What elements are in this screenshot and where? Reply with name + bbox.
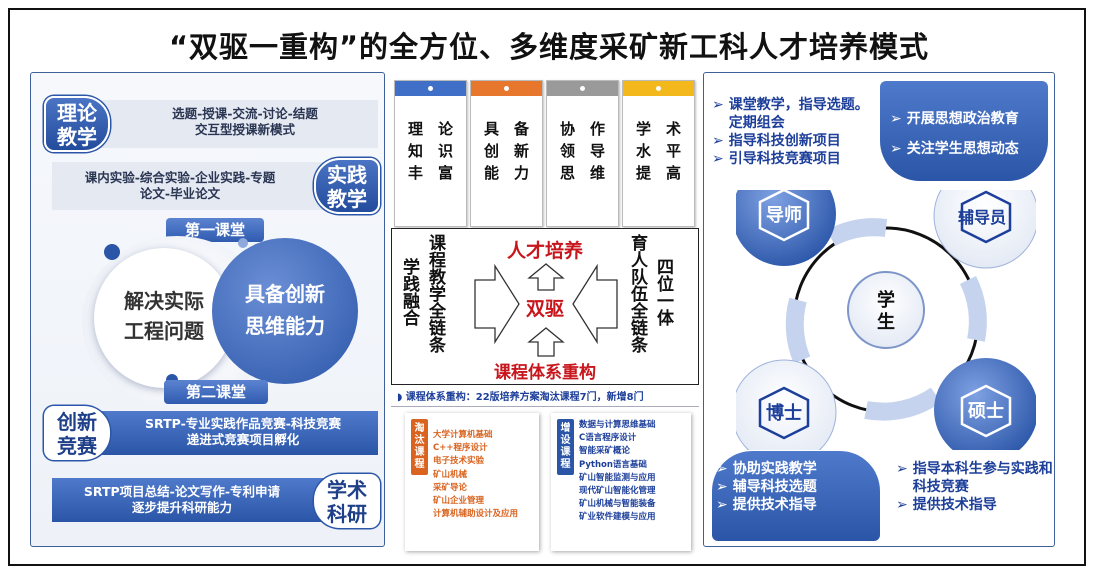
bullet-arrow-icon: ➢ [896, 461, 908, 477]
curriculum-reform-text: 课程体系重构 [494, 363, 596, 383]
solve-engineering-circle: 解决实际 工程问题 [94, 248, 234, 388]
talent-cultivation-text: 人才培养 [506, 240, 583, 262]
counselor-bg [880, 81, 1048, 181]
mentor-duty-item: ➢课堂教学，指导选题。定期组会 [712, 97, 869, 131]
card-academic-level: 学水提术平高 [622, 80, 695, 227]
bullet-arrow-icon: ➢ [712, 97, 724, 113]
card-bar [623, 81, 694, 96]
card-col: 具创能 [482, 121, 500, 187]
cycle-graphic [736, 190, 1036, 450]
added-tag: 增设课程 [557, 419, 574, 475]
reform-bullet-icon: ◗ [397, 392, 406, 403]
added-course-item: 矿山机械与智能装备 [579, 499, 656, 510]
theory-line2: 交互型授课新模式 [194, 122, 295, 137]
team-chain-text: 育人队伍全链条 [627, 234, 647, 353]
bullet-arrow-icon: ➢ [890, 141, 902, 157]
card-col: 论识富 [436, 121, 454, 187]
theory-teaching-badge: 理论 教学 [44, 96, 110, 152]
added-course-box [551, 413, 691, 551]
research-line2: 逐步提升科研能力 [131, 500, 232, 515]
added-course-item: 数据与计算思维基础 [579, 420, 656, 430]
card-col: 术平高 [664, 121, 682, 187]
decor-dot [238, 238, 248, 248]
added-course-item: 矿山智能监测与应用 [579, 472, 656, 483]
research-line1: SRTP项目总结-论文写作-专利申请 [83, 484, 281, 499]
bullet-arrow-icon: ➢ [716, 461, 728, 477]
page-title: “双驱一重构”的全方位、多维度采矿新工科人才培养模式 [168, 30, 930, 64]
card-theory-knowledge: 理知丰论识富 [394, 80, 467, 227]
removed-course-item: 矿山机械 [433, 469, 468, 480]
added-course-item: 智能采矿概论 [579, 446, 631, 457]
removed-course-item: 大学计算机基础 [433, 430, 493, 440]
arrows-graphic [474, 263, 618, 357]
four-in-one-text: 四位一体 [653, 258, 673, 326]
reform-heading-text: 课程体系重构：22版培养方案淘汰课程7门，新增8门 [405, 392, 644, 403]
card-innovation-ability: 具创能备新力 [470, 80, 543, 227]
master-duties: ➢指导本科生参与实践和科技竞赛 ➢提供技术指导 [896, 460, 1056, 514]
card-col: 学水提 [634, 121, 652, 187]
removed-course-item: 采矿导论 [433, 482, 468, 493]
counselor-duty-item: ➢开展思想政治教育 [890, 104, 1056, 134]
phd-duty-item: ➢辅导科技选题 [716, 479, 817, 495]
bullet-arrow-icon: ➢ [890, 111, 902, 127]
practice-line1: 课内实验-综合实验-企业实践-专题 [84, 170, 276, 185]
counselor-duty-item: ➢关注学生思想动态 [890, 134, 1056, 164]
card-bar [547, 81, 618, 96]
mentor-hexagon: 导师 [766, 205, 802, 226]
dual-drive-text: 双驱 [525, 298, 564, 320]
bullet-arrow-icon: ➢ [716, 479, 728, 495]
removed-course-item: 计算机辅助设计及应用 [433, 509, 519, 520]
dual-drive-box [391, 228, 699, 385]
theory-line1: 选题-授课-交流-讨论-结题 [172, 106, 318, 121]
innovation-thinking-circle: 具备创新 思维能力 [212, 238, 358, 384]
removed-tag: 淘汰课程 [411, 419, 428, 475]
added-course-item: 现代矿山智能化管理 [579, 486, 656, 497]
added-course-item: 矿业软件建模与应用 [579, 512, 656, 523]
second-class-label: 第二课堂 [164, 380, 268, 404]
card-col: 协领思 [558, 121, 576, 187]
practice-line2: 论文-毕业论文 [139, 186, 221, 201]
removed-course-item: 矿山企业管理 [433, 496, 485, 507]
master-hexagon: 硕士 [968, 401, 1004, 422]
academic-research-badge: 学术 科研 [314, 474, 380, 528]
master-duty-item: ➢提供技术指导 [896, 497, 997, 513]
mentor-duties: ➢课堂教学，指导选题。定期组会 ➢指导科技创新项目 ➢引导科技竞赛项目 [712, 96, 882, 168]
mentor-duty-item: ➢引导科技竞赛项目 [712, 151, 841, 167]
counselor-duties: ➢开展思想政治教育➢关注学生思想动态 [890, 104, 1056, 164]
bullet-arrow-icon: ➢ [716, 497, 728, 513]
course-chain-text: 课程教学全链条 [425, 234, 445, 353]
card-bar [395, 81, 466, 96]
removed-course-item: C++程序设计 [433, 443, 488, 454]
competition-line1: SRTP-专业实践作品竞赛-科技竞赛 [145, 416, 341, 431]
counselor-hexagon: 辅导员 [957, 208, 1006, 227]
phd-duty-item: ➢协助实践教学 [716, 461, 817, 477]
student-center: 学 生 [877, 290, 895, 333]
phd-duty-item: ➢提供技术指导 [716, 497, 817, 513]
removed-course-list: 大学计算机基础 C++程序设计电子技术实验矿山机械采矿导论矿山企业管理计算机辅助设… [433, 429, 518, 521]
curriculum-reform-panel: ◗ 课程体系重构：22版培养方案淘汰课程7门，新增8门 淘汰课程 增设课程 大学… [391, 389, 699, 554]
phd-duties: ➢协助实践教学 ➢辅导科技选题 ➢提供技术指导 [716, 460, 876, 514]
innovation-competition-badge: 创新 竞赛 [44, 406, 110, 460]
card-col: 作导维 [588, 121, 606, 187]
card-col: 理知丰 [406, 121, 424, 187]
decor-dot [104, 244, 120, 260]
practice-teaching-badge: 实践 教学 [314, 158, 380, 214]
practice-integration-text: 学践融合 [399, 258, 419, 326]
competition-line2: 递进式竞赛项目孵化 [186, 432, 300, 447]
added-course-item: Python语言基础 [579, 459, 647, 470]
card-cooperation-leadership: 协领思作导维 [546, 80, 619, 227]
added-course-list: 数据与计算思维基础 C语言程序设计智能采矿概论 Python语言基础矿山智能监测与应… [579, 419, 656, 525]
added-course-item: C语言程序设计 [579, 433, 637, 444]
card-bar [471, 81, 542, 96]
mentor-duty-item: ➢指导科技创新项目 [712, 133, 841, 149]
removed-course-item: 电子技术实验 [433, 456, 485, 467]
reform-heading: ◗ 课程体系重构：22版培养方案淘汰课程7门，新增8门 [391, 389, 699, 407]
bullet-arrow-icon: ➢ [712, 151, 724, 167]
phd-bg [712, 451, 880, 541]
card-col: 备新力 [512, 121, 530, 187]
master-duty-item: ➢指导本科生参与实践和科技竞赛 [896, 461, 1053, 495]
phd-hexagon: 博士 [766, 403, 802, 424]
bullet-arrow-icon: ➢ [712, 133, 724, 149]
bullet-arrow-icon: ➢ [896, 497, 908, 513]
